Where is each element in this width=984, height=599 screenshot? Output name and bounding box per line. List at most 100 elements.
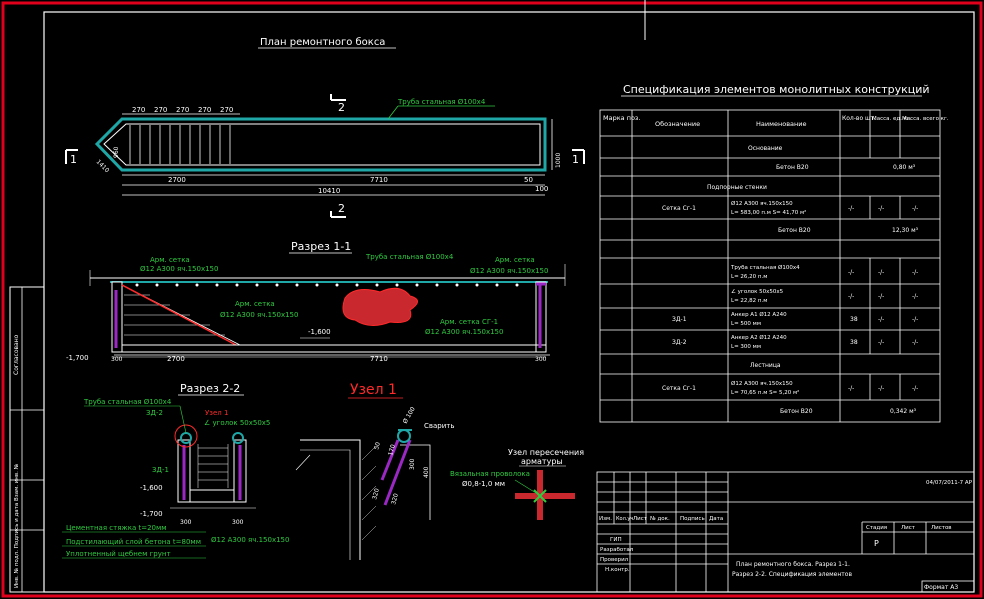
node1-drawing	[295, 429, 431, 560]
stamp-list: Лист	[901, 525, 916, 531]
node1-d7: 320	[390, 492, 400, 505]
spec-walls-m1: -/-	[878, 205, 884, 212]
section11-pipe-label: Труба стальная Ø100х4	[365, 253, 454, 261]
node1-d6: 320	[371, 487, 381, 500]
section11-dim-300a: 300	[111, 356, 123, 363]
section11-level-2: -1,700	[66, 354, 89, 362]
node1-d1: Ø 100	[402, 406, 417, 425]
spec-zd1-desc-2: L= 500 мм	[731, 321, 761, 327]
spec-zd2-m1: -/-	[878, 339, 884, 346]
stamp-prover: Проверил	[600, 557, 629, 563]
spec-stairs-mesh-name: Сетка Сг-1	[662, 385, 696, 392]
section22-level-1: -1,600	[140, 484, 163, 492]
spec-zd1-qty: 38	[850, 316, 858, 323]
spec-sec-base: Основание	[748, 145, 783, 152]
plan-dim-top-4: 270	[198, 106, 211, 114]
spec-base-concrete: Бетон B20	[776, 164, 809, 171]
spec-zd2-desc-1: Анкер А2 Ø12 А240	[731, 334, 787, 341]
spec-pipe-desc-1: Труба стальная Ø100х4	[730, 264, 800, 271]
plan-dim-top-3: 270	[176, 106, 189, 114]
title-block	[596, 471, 975, 593]
spec-zd1-m2: -/-	[912, 316, 918, 323]
section22-layer-2: Подстилающий слой бетона t=80мм	[66, 538, 201, 546]
spec-base-vol: 0,80 м³	[893, 164, 916, 171]
spec-zd1-desc-1: Анкер А1 Ø12 А240	[731, 311, 787, 318]
spec-walls-mesh-name: Сетка Сг-1	[662, 205, 696, 212]
section22-layer-1: Цементная стяжка t=20мм	[66, 524, 167, 532]
stamp-format: Формат А3	[924, 584, 958, 591]
spec-sec-walls: Подпорные стенки	[707, 184, 767, 191]
spec-h-6: Масса. всего кг.	[902, 116, 949, 122]
stamp-nkontr: Н.контр.	[605, 567, 630, 573]
section22-level-2: -1,700	[140, 510, 163, 518]
plan-dim-7710: 7710	[370, 176, 388, 184]
node1-d5: 400	[423, 466, 430, 478]
section22-layer-3: Уплотненный щебнем грунт	[66, 550, 171, 558]
spec-table	[599, 109, 941, 423]
section22-zd2: ЗД-2	[146, 409, 163, 417]
section11-mesh-mid-2: Ø12 А300 яч.150х150	[220, 311, 298, 319]
section-mark-1-left: 1	[65, 149, 78, 166]
stamp-col-list: Лист	[633, 516, 648, 522]
section22-pipe-label: Труба стальная Ø100х4	[83, 398, 172, 406]
section11-mesh-floor-1: Арм. сетка СГ-1	[440, 318, 498, 326]
spec-stairs-desc-2: L= 70,65 п.м S= 5,20 м²	[731, 389, 799, 396]
stamp-col-ndok: № док.	[650, 516, 670, 522]
section22-dim-300a: 300	[180, 519, 192, 526]
section22-mesh: Ø12 А300 яч.150х150	[211, 536, 289, 544]
node1-d2: 170	[387, 443, 397, 456]
spec-zd1: ЗД-1	[672, 316, 687, 323]
section-mark-2-bottom: 2	[330, 202, 346, 218]
plan-dim-top-5: 270	[220, 106, 233, 114]
stamp-gip: ГИП	[610, 537, 622, 543]
spec-stairs-desc-1: Ø12 А300 яч.150х150	[731, 380, 793, 387]
rebar-wire-2: Ø0,8-1,0 мм	[462, 480, 505, 488]
stamp-col-data: Дата	[709, 516, 723, 522]
spec-h-2: Обозначение	[655, 120, 700, 128]
spec-pipe-q: -/-	[848, 269, 854, 276]
rebar-wire-1: Вязальная проволока	[450, 470, 530, 478]
spec-angle-m1: -/-	[878, 293, 884, 300]
stamp-stadia: Стадия	[866, 525, 887, 531]
plan-dim-100: 100	[535, 185, 548, 193]
node1-weld: Сварить	[424, 422, 455, 430]
section11-title: Разрез 1-1	[291, 240, 351, 253]
spec-angle-desc-2: L= 22,82 п.м	[731, 298, 767, 304]
spec-zd1-m1: -/-	[878, 316, 884, 323]
rebar-cross	[515, 470, 575, 520]
spec-stairs-concrete: Бетон B20	[780, 408, 813, 415]
section22-angle: ∠ уголок 50х50х5	[204, 419, 270, 427]
plan-dim-50: 50	[524, 176, 533, 184]
stamp-code: 04/07/2011-7 АР	[926, 480, 973, 486]
spec-zd2-desc-2: L= 300 мм	[731, 344, 761, 350]
section22-title: Разрез 2-2	[180, 382, 240, 395]
spec-h-4: Кол-во шт.	[842, 115, 876, 122]
svg-text:1: 1	[70, 153, 77, 166]
spec-walls-q: -/-	[848, 205, 854, 212]
section11-mesh-mid-1: Арм. сетка	[235, 300, 275, 308]
spec-pipe-m2: -/-	[912, 269, 918, 276]
section11-mesh-left-2: Ø12 А300 яч.150х150	[140, 265, 218, 273]
side-inv: Инв. № подл. Подпись и дата Взам. инв. №	[14, 463, 20, 588]
stamp-stadia-val: Р	[874, 539, 879, 548]
spec-stairs-q: -/-	[848, 385, 854, 392]
spec-zd2-m2: -/-	[912, 339, 918, 346]
section11-level-1: -1,600	[308, 328, 331, 336]
spec-angle-desc-1: ∠ уголок 50х50х5	[731, 288, 784, 295]
section11-mesh-left-1: Арм. сетка	[150, 256, 190, 264]
plan-dim-top-2: 270	[154, 106, 167, 114]
spec-pipe-desc-2: L= 26,20 п.м	[731, 274, 767, 280]
stamp-razrab: Разработал	[600, 547, 634, 553]
spec-walls-mesh-desc-1: Ø12 А300 яч.150х150	[731, 200, 793, 207]
plan-dim-top-1: 270	[132, 106, 145, 114]
plan-title: План ремонтного бокса	[260, 37, 385, 48]
spec-walls-concrete: Бетон B20	[778, 227, 811, 234]
section22-drawing	[170, 424, 256, 509]
stamp-col-podp: Подпись	[680, 516, 705, 522]
stamp-listov: Листов	[931, 525, 952, 531]
svg-text:2: 2	[338, 202, 345, 215]
node1-d3: 50	[373, 441, 382, 450]
section-mark-1-right: 1	[572, 149, 585, 166]
stamp-desc-1: План ремонтного бокса. Разрез 1-1.	[736, 561, 850, 568]
